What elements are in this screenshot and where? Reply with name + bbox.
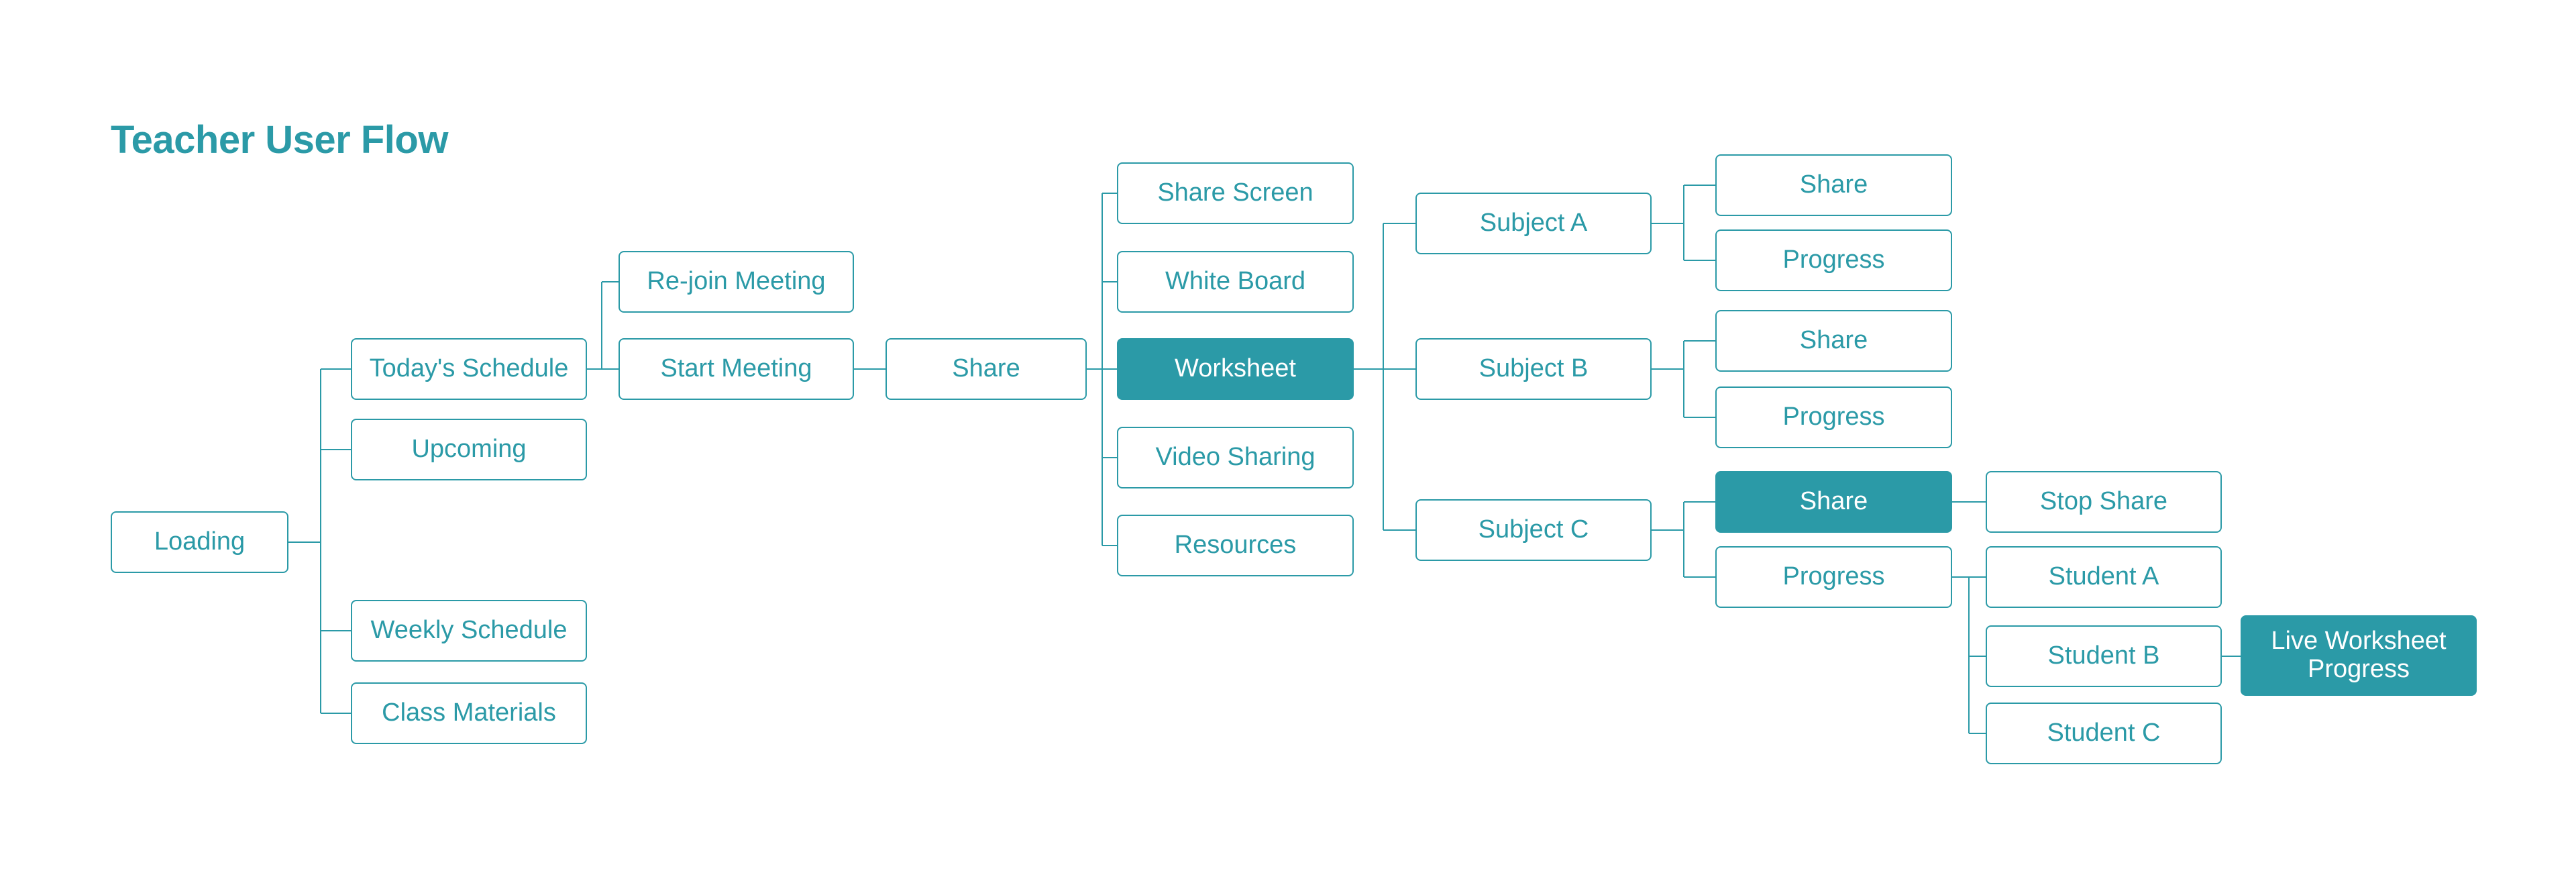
node-student-c[interactable]: Student C — [1986, 703, 2222, 764]
node-subject-c-progress[interactable]: Progress — [1715, 546, 1952, 608]
node-subject-b-progress[interactable]: Progress — [1715, 386, 1952, 448]
node-share[interactable]: Share — [885, 338, 1087, 400]
node-worksheet[interactable]: Worksheet — [1117, 338, 1354, 400]
node-todays-schedule[interactable]: Today's Schedule — [351, 338, 587, 400]
node-upcoming[interactable]: Upcoming — [351, 419, 587, 480]
node-subject-a-progress[interactable]: Progress — [1715, 229, 1952, 291]
node-start-meeting[interactable]: Start Meeting — [619, 338, 854, 400]
node-resources[interactable]: Resources — [1117, 515, 1354, 576]
node-subject-c[interactable]: Subject C — [1415, 499, 1652, 561]
node-subject-a-share[interactable]: Share — [1715, 154, 1952, 216]
node-rejoin-meeting[interactable]: Re-join Meeting — [619, 251, 854, 313]
node-video-sharing[interactable]: Video Sharing — [1117, 427, 1354, 488]
node-subject-c-share[interactable]: Share — [1715, 471, 1952, 533]
node-class-materials[interactable]: Class Materials — [351, 682, 587, 744]
node-live-worksheet-progress[interactable]: Live Worksheet Progress — [2241, 615, 2477, 696]
node-weekly-schedule[interactable]: Weekly Schedule — [351, 600, 587, 662]
node-share-screen[interactable]: Share Screen — [1117, 162, 1354, 224]
node-subject-a[interactable]: Subject A — [1415, 193, 1652, 254]
node-subject-b[interactable]: Subject B — [1415, 338, 1652, 400]
node-stop-share[interactable]: Stop Share — [1986, 471, 2222, 533]
node-loading[interactable]: Loading — [111, 511, 288, 573]
node-white-board[interactable]: White Board — [1117, 251, 1354, 313]
node-student-b[interactable]: Student B — [1986, 625, 2222, 687]
node-live-worksheet-progress-line2: Progress — [2307, 655, 2410, 683]
node-student-a[interactable]: Student A — [1986, 546, 2222, 608]
node-subject-b-share[interactable]: Share — [1715, 310, 1952, 372]
node-live-worksheet-progress-line1: Live Worksheet — [2271, 627, 2447, 656]
page-title: Teacher User Flow — [111, 118, 448, 162]
